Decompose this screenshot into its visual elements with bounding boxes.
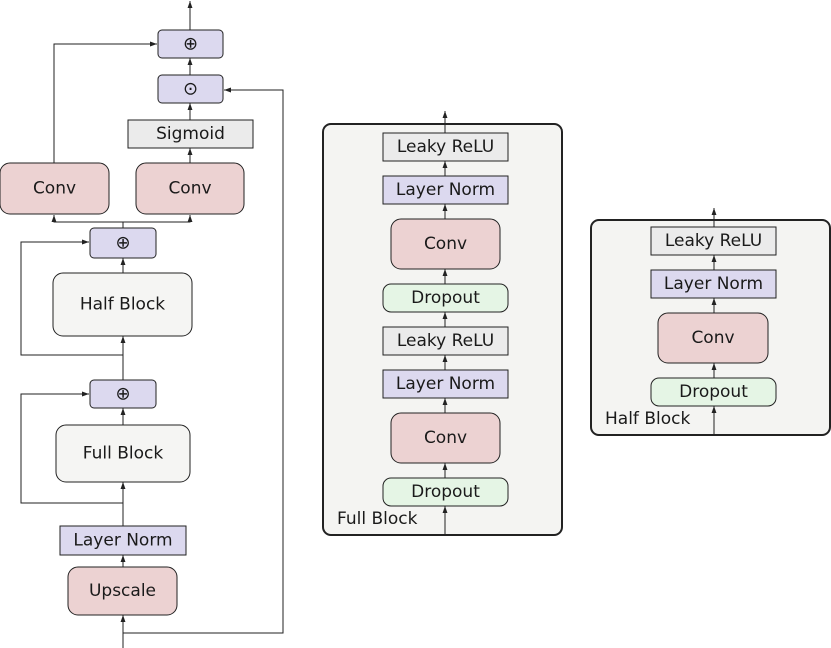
fb-layer-norm-upper-label: Layer Norm — [396, 180, 495, 200]
fb-leaky-relu-upper-label: Leaky ReLU — [397, 137, 494, 157]
add-node-upper: ⊕ — [89, 227, 157, 259]
upscale-box: Upscale — [67, 566, 178, 616]
conv-right-label: Conv — [168, 179, 211, 199]
fb-dropout-upper-label: Dropout — [411, 288, 480, 308]
fb-conv-upper-label: Conv — [424, 234, 467, 254]
hb-conv: Conv — [657, 312, 769, 364]
full-block-box: Full Block — [55, 424, 191, 483]
full-block-panel-title: Full Block — [337, 509, 418, 529]
hb-layer-norm-label: Layer Norm — [664, 274, 763, 294]
fb-leaky-relu-lower: Leaky ReLU — [382, 326, 509, 356]
fb-leaky-relu-lower-label: Leaky ReLU — [397, 331, 494, 351]
conv-left-label: Conv — [33, 179, 76, 199]
fb-conv-upper: Conv — [390, 218, 501, 270]
layer-norm-label: Layer Norm — [73, 531, 172, 551]
fb-dropout-lower-label: Dropout — [411, 482, 480, 502]
sigmoid-box: Sigmoid — [127, 119, 254, 149]
full-block-panel: Full Block Dropout Conv Layer Norm Lea — [322, 111, 563, 536]
upscale-label: Upscale — [89, 581, 156, 601]
hb-leaky-relu-label: Leaky ReLU — [665, 231, 762, 251]
conv-right-box: Conv — [135, 162, 245, 215]
fb-dropout-upper: Dropout — [382, 283, 509, 313]
half-block-panel: Half Block Dropout Conv Layer Norm Leaky… — [590, 208, 831, 436]
main-path: Upscale Layer Norm Full Block ⊕ Half Blo… — [0, 1, 284, 648]
hb-conv-label: Conv — [691, 328, 734, 348]
half-block-panel-title: Half Block — [605, 409, 690, 429]
add-symbol-lower: ⊕ — [115, 384, 130, 405]
layer-norm-box: Layer Norm — [59, 525, 187, 556]
sigmoid-label: Sigmoid — [156, 124, 225, 144]
half-block-box: Half Block — [52, 272, 193, 337]
conv-left-box: Conv — [0, 162, 110, 215]
hb-layer-norm: Layer Norm — [650, 269, 777, 299]
fb-layer-norm-lower: Layer Norm — [382, 369, 509, 399]
add-node-lower: ⊕ — [89, 379, 157, 409]
half-block-label: Half Block — [80, 295, 165, 315]
full-block-label: Full Block — [83, 444, 164, 464]
fb-conv-lower-label: Conv — [424, 428, 467, 448]
fb-leaky-relu-upper: Leaky ReLU — [382, 132, 509, 162]
hb-leaky-relu: Leaky ReLU — [650, 226, 777, 256]
fb-layer-norm-upper: Layer Norm — [382, 175, 509, 205]
multiply-symbol: ⊙ — [183, 79, 198, 100]
multiply-node: ⊙ — [157, 74, 224, 104]
add-symbol-upper: ⊕ — [115, 233, 130, 254]
hb-dropout: Dropout — [650, 377, 777, 407]
add-node-top: ⊕ — [157, 29, 224, 59]
hb-dropout-label: Dropout — [679, 382, 748, 402]
fb-dropout-lower: Dropout — [382, 477, 509, 507]
main-path-edges — [20, 1, 284, 648]
fb-conv-lower: Conv — [390, 412, 501, 464]
fb-layer-norm-lower-label: Layer Norm — [396, 374, 495, 394]
add-symbol-top: ⊕ — [183, 34, 198, 55]
